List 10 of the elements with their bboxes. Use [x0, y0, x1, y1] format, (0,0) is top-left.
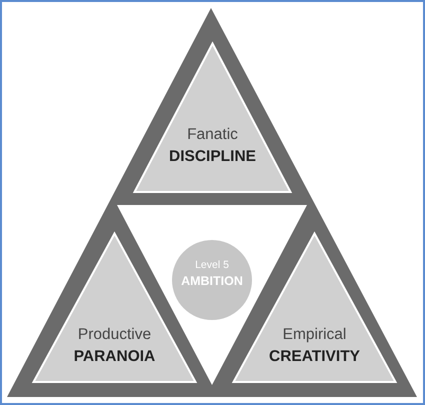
segment-title: PARANOIA: [74, 348, 156, 366]
circle-title: AMBITION: [181, 274, 243, 288]
segment-title: CREATIVITY: [269, 348, 360, 366]
triangle-segment: [133, 42, 292, 193]
circle-subtitle: Level 5: [195, 258, 229, 272]
segment-subtitle: Productive: [78, 326, 152, 344]
center-circle: [172, 240, 252, 320]
segment-subtitle: Empirical: [282, 326, 346, 344]
segment-subtitle: Fanatic: [187, 126, 238, 144]
segment-title: DISCIPLINE: [169, 148, 256, 166]
